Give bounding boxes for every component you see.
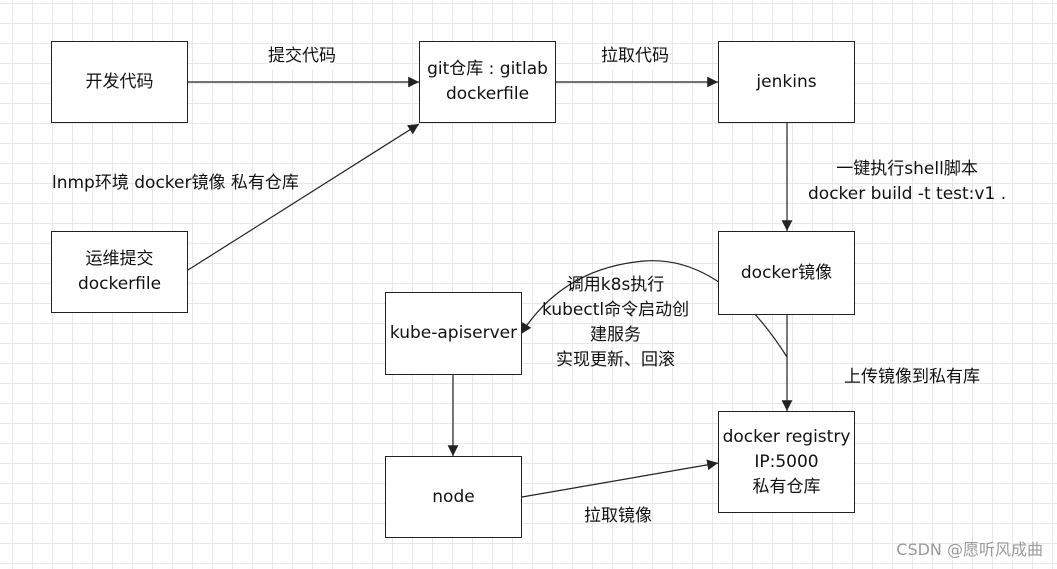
node-docker-image-line: docker镜像 [740,262,833,283]
node-ops-submit-line: 运维提交 [85,249,154,269]
node-git-repo-line: git仓库 : gitlab [427,59,548,79]
node-docker-image: docker镜像 [718,231,855,315]
node-ops-submit-line: dockerfile [77,274,162,294]
node-docker-registry-line: IP:5000 [754,451,819,472]
node-dev-code-line: 开发代码 [85,71,154,92]
node-jenkins-line: jenkins [756,71,817,92]
edge-label-kubectl-call-line: 实现更新、回滚 [556,350,676,370]
edge-label-lnmp-env: lnmp环境 docker镜像 私有仓库 [52,173,299,193]
node-dev-code: 开发代码 [51,41,188,123]
edge-label-kubectl-call: 调用k8s执行 kubectl命令启动创 建服务 实现更新、回滚 [542,273,689,373]
node-docker-registry-line: docker registry [722,426,851,447]
node-kube-apiserver-line: kube-apiserver [389,323,518,343]
edge-label-commit-code: 提交代码 [268,44,336,69]
edge-label-shell-script: 一键执行shell脚本 docker build -t test:v1 . [808,157,1006,207]
node-node: node [385,456,522,538]
edge-label-kubectl-call-line: kubectl命令启动创 [542,300,690,320]
node-git-repo-line: dockerfile [445,84,530,104]
node-kube-apiserver: kube-apiserver [385,292,522,375]
node-docker-registry-line: 私有仓库 [752,476,821,497]
edge-label-shell-script-line: 一键执行shell脚本 [836,159,978,179]
node-docker-registry: docker registry IP:5000 私有仓库 [718,411,855,513]
node-git-repo: git仓库 : gitlab dockerfile [419,41,556,123]
edge-label-upload-image: 上传镜像到私有库 [844,367,980,387]
arrow-node-to-registry [521,459,719,498]
edge-label-pull-code: 拉取代码 [601,44,669,69]
node-jenkins: jenkins [718,41,855,123]
edge-label-pull-image: 拉取镜像 [584,506,652,526]
node-node-line: node [432,486,475,507]
edge-label-kubectl-call-line: 建服务 [590,325,642,345]
node-ops-submit: 运维提交 dockerfile [51,231,188,313]
watermark: CSDN @愿听风成曲 [896,540,1043,559]
edge-label-shell-script-line: docker build -t test:v1 . [808,184,1007,204]
edge-label-kubectl-call-line: 调用k8s执行 [566,275,665,295]
arrow-ops-to-git [187,123,420,271]
